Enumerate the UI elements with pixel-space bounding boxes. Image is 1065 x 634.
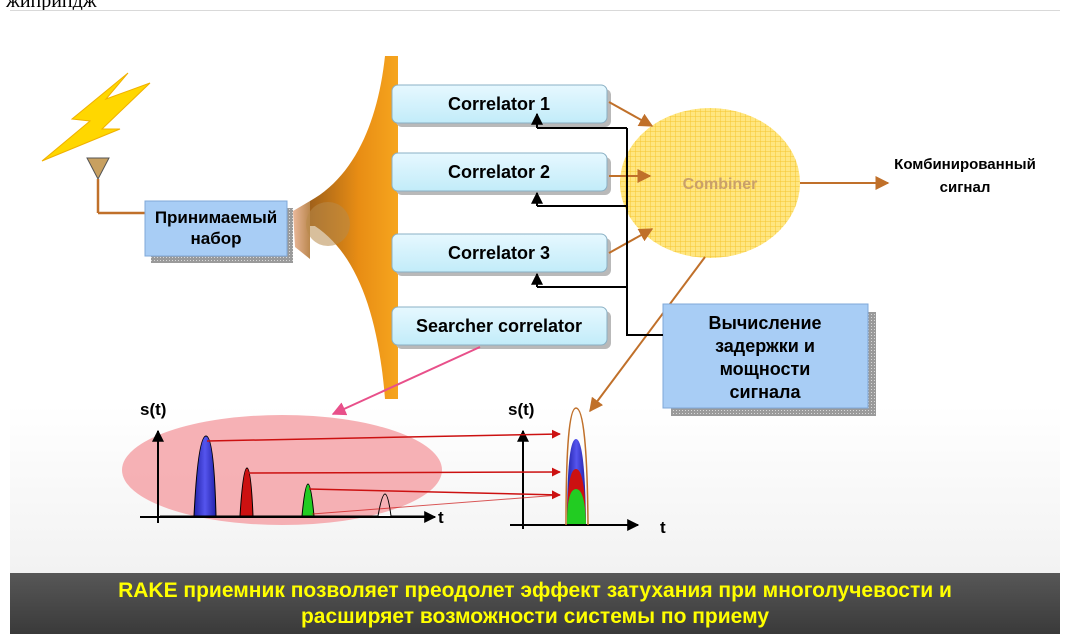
arrow-pulse-green	[308, 488, 561, 500]
left-pulse-faint	[377, 493, 392, 517]
slide-canvas: Принимаемый набор Correlator 1 Correlato…	[10, 10, 1060, 574]
arrow-pulse-blue	[206, 429, 561, 442]
left-pulse-green	[301, 483, 315, 517]
arrow-pulse-faint	[311, 494, 561, 515]
right-plot-ylabel: s(t)	[508, 400, 534, 419]
combiner-ellipse: Combiner	[620, 108, 800, 258]
received-set-label-1: Принимаемый	[155, 208, 277, 227]
delay-calc-label-3: мощности	[720, 359, 811, 379]
left-plot-xlabel: t	[438, 508, 444, 527]
correlator-2-box: Correlator 2	[391, 152, 611, 195]
left-pulse-red	[239, 467, 254, 517]
footer-caption: RAKE приемник позволяет преодолет эффект…	[10, 573, 1060, 634]
feedback-lines	[531, 112, 663, 336]
antenna-icon	[86, 157, 145, 215]
left-plot: s(t) t	[140, 400, 444, 527]
arrow-pulse-red	[247, 467, 561, 477]
correlator-1-label: Correlator 1	[448, 94, 550, 114]
combiner-label: Combiner	[683, 176, 758, 193]
delay-calc-label-2: задержки и	[715, 336, 815, 356]
delay-calc-label-4: сигнала	[730, 382, 802, 402]
right-pulse-outline	[565, 407, 589, 526]
lightning-icon	[41, 72, 151, 162]
header-text: жиприпдж	[6, 0, 97, 12]
correlator-2-label: Correlator 2	[448, 162, 550, 182]
received-set-label-2: набор	[191, 229, 242, 248]
rake-diagram: Принимаемый набор Correlator 1 Correlato…	[41, 56, 1036, 537]
left-pulse-blue	[193, 435, 217, 517]
correlator-3-box: Correlator 3	[391, 233, 611, 276]
right-pulse-green	[567, 489, 586, 524]
delay-calc-label-1: Вычисление	[708, 313, 821, 333]
correlator-3-label: Correlator 3	[448, 243, 550, 263]
footer-line-2: расширяет возможности системы по приему	[300, 604, 770, 628]
arrow-corr3-to-combiner	[608, 228, 654, 254]
footer-line-1: RAKE приемник позволяет преодолет эффект…	[118, 578, 952, 602]
splitter-funnel	[293, 56, 398, 399]
left-plot-ylabel: s(t)	[140, 400, 166, 419]
multipath-ellipse	[122, 415, 442, 525]
right-plot-xlabel: t	[660, 518, 666, 537]
received-set-box: Принимаемый набор	[144, 200, 293, 263]
right-plot: s(t) t	[508, 400, 666, 537]
output-label-2: сигнал	[940, 179, 991, 196]
delay-calc-box: Вычисление задержки и мощности сигнала	[662, 303, 876, 416]
searcher-correlator-box: Searcher correlator	[391, 306, 611, 349]
correlator-1-box: Correlator 1	[391, 84, 611, 127]
arrow-searcher-to-plot	[331, 346, 481, 416]
searcher-correlator-label: Searcher correlator	[416, 316, 582, 336]
output-label-1: Комбинированный	[894, 156, 1036, 173]
arrow-corr1-to-combiner	[608, 101, 654, 127]
